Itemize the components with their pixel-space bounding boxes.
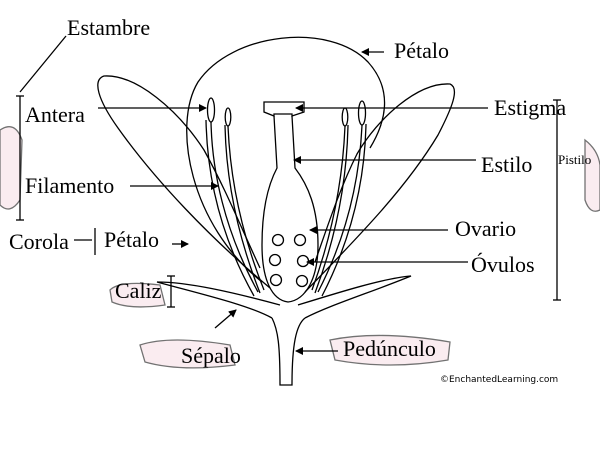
ovule [268,253,282,267]
anther [357,100,367,126]
anther [341,107,349,127]
label-ovario: Ovario [455,216,517,241]
filament [205,119,255,297]
label-antera: Antera [25,102,85,127]
ovules [268,233,310,288]
filament [224,124,261,294]
label-estilo: Estilo [481,152,533,177]
ovule [293,233,307,247]
ovule [295,274,309,288]
right-sepal-outline [297,275,412,319]
filament [314,124,349,294]
arrow-sepalo [214,309,237,329]
ovule [269,273,283,287]
left-stamens [205,97,265,297]
anther [206,97,216,123]
filament [311,125,346,291]
stigma-outline [263,101,305,117]
label-petalo-top: Pétalo [394,38,449,63]
background-smears [0,126,600,369]
label-sepalo: Sépalo [181,343,241,368]
filament [317,124,363,293]
peduncle-outline [271,317,306,386]
ovule [271,233,285,247]
anther [224,107,232,127]
style-ovary-outline [261,115,319,303]
right-petal-outline [304,83,455,293]
left-sepal-outline [156,281,281,319]
label-pistilo: Pistilo [558,152,592,167]
back-petal-outline [186,36,386,283]
filament [321,123,367,297]
label-petalo-corola: Pétalo [104,227,159,252]
estambre-leader [19,35,67,93]
label-estambre: Estambre [67,15,151,40]
ovule [296,254,310,268]
label-filamento: Filamento [25,173,115,198]
credit-text: ©EnchantedLearning.com [440,375,559,385]
left-petal-outline [97,75,271,289]
label-ovulos: Óvulos [471,252,535,277]
label-pedunculo: Pedúnculo [343,336,436,361]
pointer-arrows [98,48,488,355]
filament [227,125,265,291]
filament [210,121,259,293]
right-stamens [311,100,367,297]
label-corola: Corola [9,229,69,254]
label-estigma: Estigma [494,95,567,120]
label-caliz: Caliz [115,278,162,303]
